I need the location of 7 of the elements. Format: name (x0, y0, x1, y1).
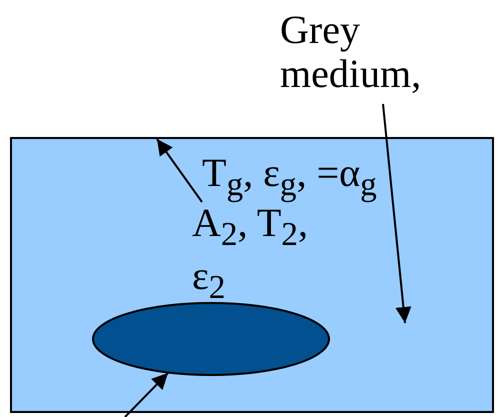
text-label: Grey medium, (280, 8, 422, 96)
arrow (124, 372, 169, 417)
text-label: A$_{2}$, T$_{2}$, ε$_{2}$ (192, 201, 309, 306)
arrow (382, 104, 412, 324)
arrow (156, 138, 203, 203)
enclosure-box (10, 137, 494, 413)
text-label: T$_{g}$, ε$_{g}$, =α$_{g}$ (202, 151, 377, 204)
